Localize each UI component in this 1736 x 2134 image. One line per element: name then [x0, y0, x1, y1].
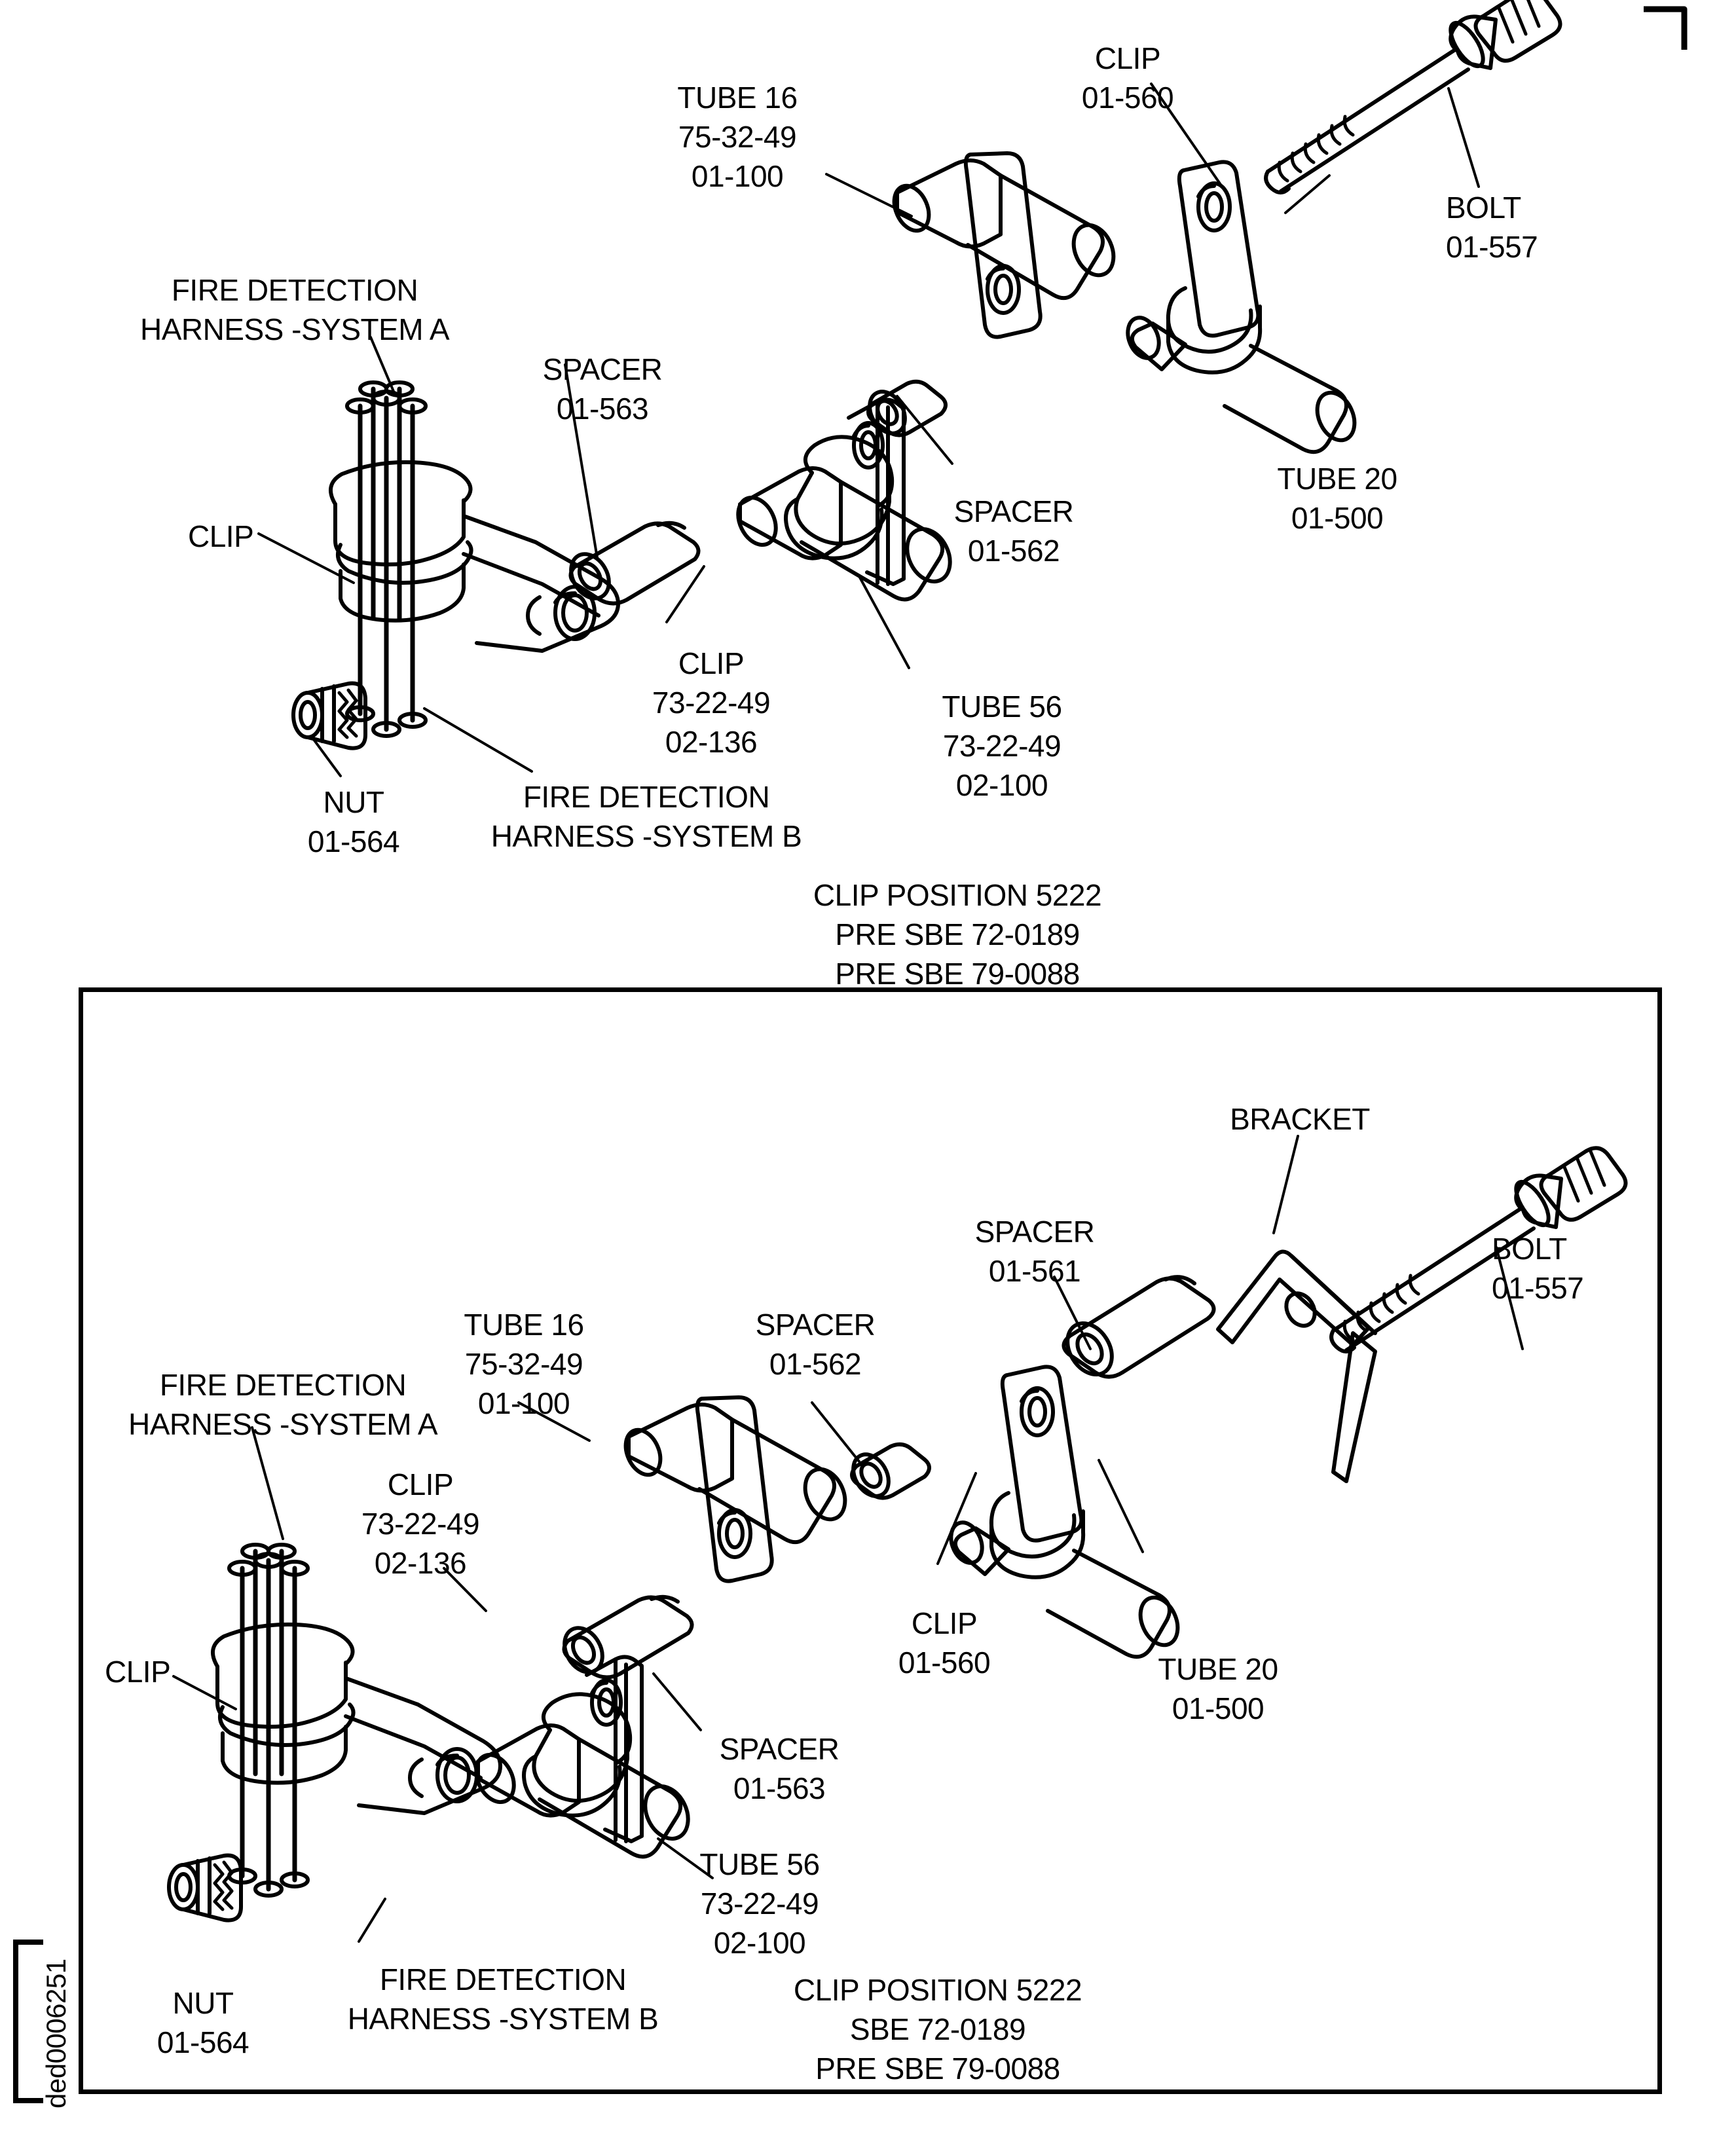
label-tube-16-top: TUBE 16 75-32-49 01-100	[677, 81, 798, 193]
label-bolt-01-557-bottom: BOLT 01-557	[1492, 1232, 1584, 1305]
label-spacer-01-561-bottom: SPACER 01-561	[974, 1215, 1095, 1288]
label-tube-56-bottom: TUBE 56 73-22-49 02-100	[699, 1847, 820, 1960]
label-bracket-bottom: BRACKET	[1230, 1102, 1370, 1136]
label-harness-system-b-bottom: FIRE DETECTION HARNESS -SYSTEM B	[347, 1962, 659, 2036]
label-tube-20-top: TUBE 20 01-500	[1277, 462, 1397, 535]
label-clip-73-22-49-top: CLIP 73-22-49 02-136	[652, 646, 771, 759]
label-harness-system-a-top: FIRE DETECTION HARNESS -SYSTEM A	[139, 273, 450, 346]
label-tube-56-top: TUBE 56 73-22-49 02-100	[942, 690, 1062, 802]
label-clip-01-560-bottom: CLIP 01-560	[898, 1606, 991, 1680]
label-harness-system-a-bottom: FIRE DETECTION HARNESS -SYSTEM A	[128, 1368, 438, 1441]
label-clip-left-top: CLIP	[188, 519, 254, 553]
sheet-id-corner-bracket	[13, 1940, 43, 2103]
label-tube-16-bottom: TUBE 16 75-32-49 01-100	[464, 1308, 584, 1420]
label-harness-system-b-top: FIRE DETECTION HARNESS -SYSTEM B	[490, 780, 802, 853]
label-clip-73-22-49-bottom: CLIP 73-22-49 02-136	[361, 1467, 480, 1580]
label-nut-01-564-top: NUT 01-564	[307, 785, 400, 858]
label-clip-left-bottom: CLIP	[105, 1655, 171, 1689]
label-tube-20-bottom: TUBE 20 01-500	[1158, 1652, 1278, 1725]
label-spacer-01-562-bottom: SPACER 01-562	[755, 1308, 876, 1381]
label-spacer-01-562-top: SPACER 01-562	[953, 494, 1074, 568]
label-clip-position-top: CLIP POSITION 5222 PRE SBE 72-0189 PRE S…	[813, 878, 1102, 991]
label-spacer-01-563-top: SPACER 01-563	[542, 352, 663, 426]
lower-view-frame	[79, 987, 1662, 2094]
label-clip-01-560-top: CLIP 01-560	[1081, 41, 1174, 115]
label-bolt-01-557-top: BOLT 01-557	[1446, 191, 1538, 264]
label-nut-01-564-bottom: NUT 01-564	[157, 1986, 249, 2059]
label-clip-position-bottom: CLIP POSITION 5222 SBE 72-0189 PRE SBE 7…	[793, 1973, 1082, 2086]
label-spacer-01-563-bottom: SPACER 01-563	[719, 1732, 840, 1805]
